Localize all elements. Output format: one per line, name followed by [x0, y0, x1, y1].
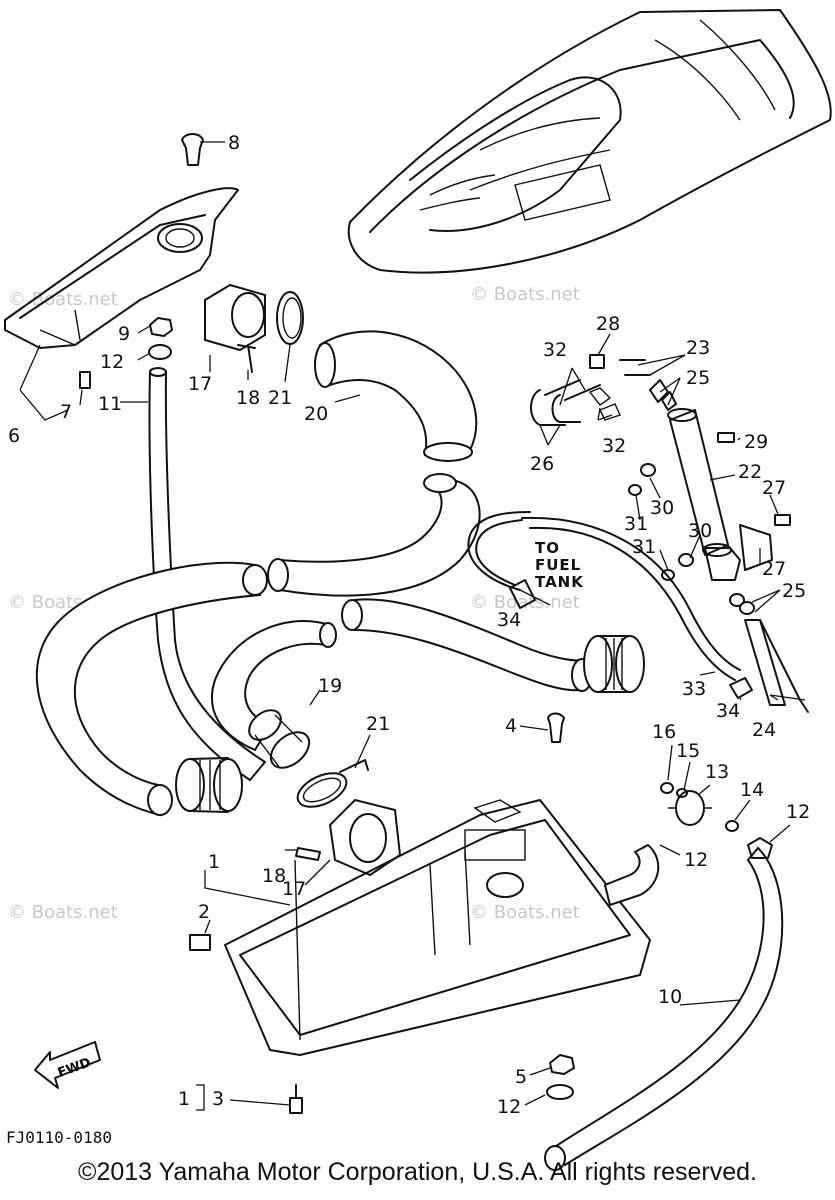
callout-16: 16: [652, 721, 676, 743]
copyright-notice: ©2013 Yamaha Motor Corporation, U.S.A. A…: [78, 1158, 757, 1186]
loop-hose-left: [35, 561, 268, 817]
callout-32: 32: [602, 435, 626, 457]
callout-11: 11: [98, 393, 122, 415]
clamp-21-lower: [296, 759, 369, 808]
callout-17: 17: [188, 373, 212, 395]
check-valve-13: [660, 782, 773, 859]
callout-26: 26: [530, 453, 554, 475]
drain-hose-10: [544, 846, 784, 1171]
loop-hose-right: [341, 598, 593, 692]
fitting-34: [509, 579, 753, 699]
callout-12: 12: [786, 801, 810, 823]
watermark: © Boats.net: [470, 592, 580, 613]
callout-12: 12: [100, 351, 124, 373]
callout-27: 27: [762, 477, 786, 499]
callout-30: 30: [688, 520, 712, 542]
callout-20: 20: [304, 403, 328, 425]
callout-32: 32: [543, 339, 567, 361]
callout-34: 34: [716, 700, 740, 722]
callout-28: 28: [596, 313, 620, 335]
diagram-code: FJ0110-0180: [6, 1128, 112, 1147]
callout-34: 34: [497, 609, 521, 631]
callout-15: 15: [676, 740, 700, 762]
callout-17: 17: [282, 878, 306, 900]
watermark: © Boats.net: [470, 284, 580, 305]
callout-29: 29: [744, 431, 768, 453]
clip-parts-26-32: [530, 354, 621, 426]
leader-lines: [19, 141, 806, 1111]
plug-8: [181, 133, 204, 166]
bolt-parts: [79, 344, 321, 1114]
intake-hose-20: [314, 330, 478, 462]
fuel-filter-22: [619, 359, 809, 713]
callout-21: 21: [366, 713, 390, 735]
callout-2: 2: [198, 901, 210, 923]
watermark: © Boats.net: [470, 902, 580, 923]
callout-31: 31: [624, 513, 648, 535]
callout-13: 13: [705, 761, 729, 783]
bellows-joint-right: [583, 635, 645, 693]
callout-3: 3: [212, 1088, 224, 1110]
callout-31: 31: [632, 536, 656, 558]
callout-7: 7: [60, 401, 72, 423]
callout-24: 24: [752, 719, 776, 741]
callout-21: 21: [268, 387, 292, 409]
callout-10: 10: [658, 986, 682, 1008]
watermark: © Boats.net: [8, 902, 118, 923]
fuel-label-line-1: TO: [535, 539, 560, 557]
fwd-label: FWD: [56, 1055, 93, 1081]
loop-hose-mid: [210, 620, 337, 752]
callout-22: 22: [738, 461, 762, 483]
bellows-joint-19: [248, 709, 311, 769]
nut-parts: [148, 317, 575, 1100]
fuel-label-line-3: TANK: [535, 573, 584, 591]
callout-5: 5: [515, 1066, 527, 1088]
callout-8: 8: [228, 132, 240, 154]
loop-hose-center: [267, 473, 481, 597]
bellows-joint-left: [175, 757, 243, 813]
callout-18: 18: [262, 865, 286, 887]
silencer-cover: [4, 187, 239, 349]
callout-9: 9: [118, 323, 130, 345]
connector-hose-12: [603, 843, 660, 907]
callout-6: 6: [8, 425, 20, 447]
callout-12: 12: [684, 849, 708, 871]
callout-25: 25: [782, 580, 806, 602]
flange-adapter-upper: [204, 284, 304, 351]
callout-14: 14: [740, 779, 764, 801]
callout-30: 30: [650, 497, 674, 519]
callout-4: 4: [505, 715, 517, 737]
callout-1: 1: [208, 851, 220, 873]
flange-adapter-lower: [329, 799, 401, 876]
fuel-label-line-2: FUEL: [535, 556, 581, 574]
drain-hose-11: [148, 367, 267, 782]
callout-12: 12: [497, 1096, 521, 1118]
callout-18: 18: [236, 387, 260, 409]
callout-27: 27: [762, 558, 786, 580]
fwd-arrow: FWD: [34, 1041, 101, 1089]
callout-19: 19: [318, 675, 342, 697]
callout-25: 25: [686, 367, 710, 389]
callout-33: 33: [682, 678, 706, 700]
watercraft-hull: [347, 9, 832, 274]
watermark: © Boats.net: [8, 289, 118, 310]
intake-silencer-box: [224, 799, 651, 1056]
callout-23: 23: [686, 337, 710, 359]
callout-1: 1: [178, 1088, 190, 1110]
vent-hose-33: [467, 511, 741, 681]
fuel-label-arrow: [519, 589, 551, 606]
